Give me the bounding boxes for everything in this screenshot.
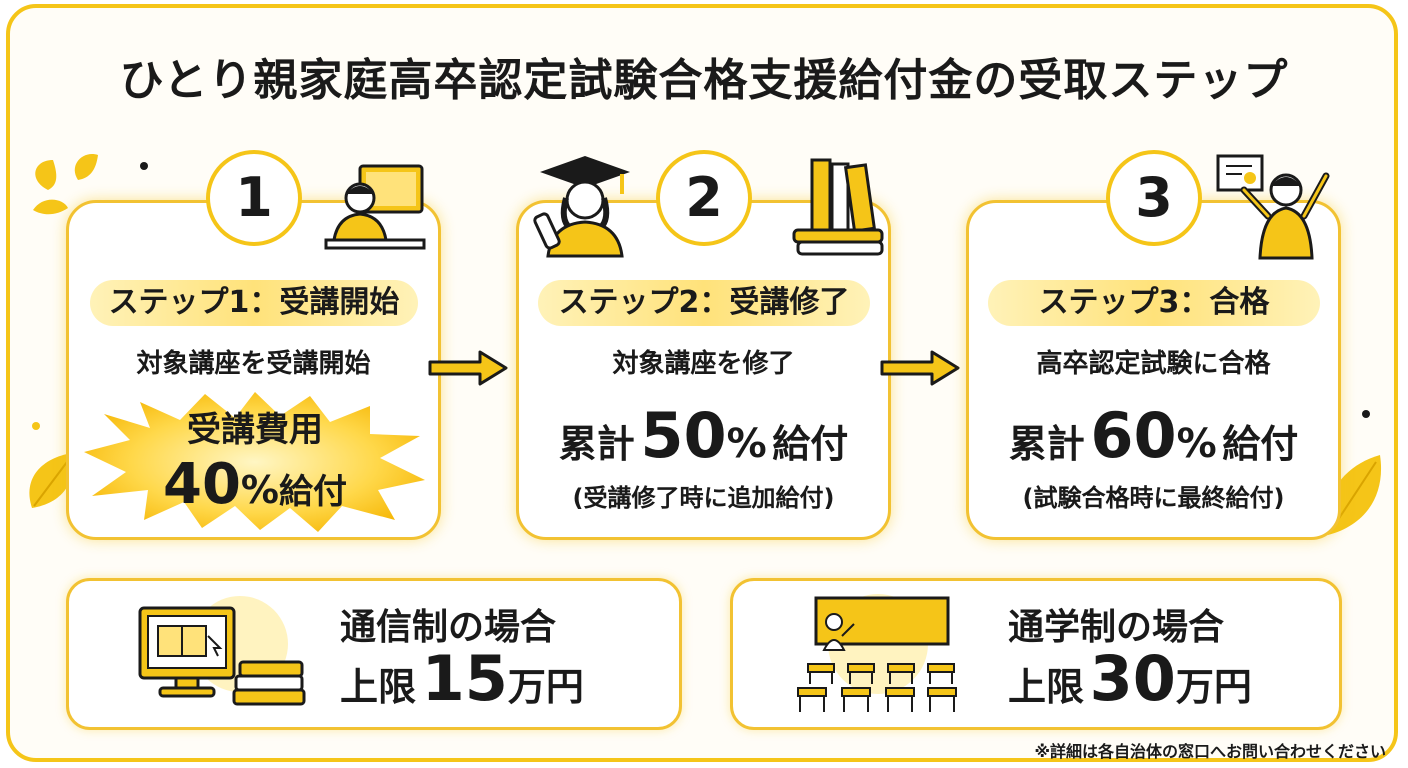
benefit-prefix: 累計: [558, 422, 635, 466]
benefit-percent: %: [726, 421, 767, 467]
plan-title-correspondence: 通信制の場合: [340, 607, 557, 648]
limit-number: 15: [421, 642, 508, 715]
computer-icon: [138, 596, 306, 706]
step-description-1: 対象講座を受講開始: [136, 349, 371, 379]
step-benefit-2: 累計 50% 給付: [516, 398, 891, 490]
limit-suffix: 万円: [507, 665, 584, 709]
arrow-right-icon: [428, 350, 508, 386]
footer-note: ※詳細は各自治体の窓口へお問い合わせください: [1034, 742, 1386, 761]
limit-number: 30: [1089, 642, 1176, 715]
step-label-2: ステップ2：受講修了: [538, 280, 870, 326]
step-label-3: ステップ3：合格: [988, 280, 1320, 326]
benefit-line1: 受講費用: [187, 410, 323, 450]
limit-prefix: 上限: [340, 665, 417, 709]
celebrating-woman-icon: [1216, 154, 1330, 260]
page-title: ひとり親家庭高卒認定試験合格支援給付金の受取ステップ: [119, 55, 1289, 106]
benefit-prefix: 累計: [1008, 422, 1085, 466]
graduate-icon: [533, 156, 630, 258]
classroom-icon: [797, 594, 957, 712]
starburst-badge: [84, 392, 425, 532]
limit-suffix: 万円: [1175, 665, 1252, 709]
limit-prefix: 上限: [1008, 665, 1085, 709]
step-description-2: 対象講座を修了: [612, 349, 795, 379]
decor-dot: [140, 162, 148, 170]
step-benefit-3: 累計 60% 給付: [966, 398, 1341, 490]
step-number-3: 3: [1106, 150, 1202, 246]
step-note-2: (受講修了時に追加給付): [572, 484, 835, 512]
arrow-right-icon: [880, 350, 960, 386]
benefit-percent: %: [240, 468, 279, 512]
leaf-icon: [33, 154, 98, 215]
step-note-3: (試験合格時に最終給付): [1022, 484, 1285, 512]
plan-limit-commuting: 上限 30万円: [1008, 644, 1252, 730]
step-number-1: 1: [206, 150, 302, 246]
decor-dot: [1362, 410, 1370, 418]
benefit-suffix: 給付: [1222, 422, 1299, 466]
benefit-number: 40: [162, 452, 241, 517]
benefit-number: 50: [640, 399, 727, 472]
plan-title-commuting: 通学制の場合: [1008, 607, 1225, 648]
step-label-1: ステップ1：受講開始: [90, 280, 418, 326]
step-number-2: 2: [656, 150, 752, 246]
benefit-percent: %: [1176, 421, 1217, 467]
student-desk-icon: [324, 164, 426, 250]
decor-dot: [32, 422, 40, 430]
benefit-suffix: 給付: [772, 422, 849, 466]
step-description-3: 高卒認定試験に合格: [1036, 349, 1271, 379]
plan-limit-correspondence: 上限 15万円: [340, 644, 584, 730]
books-icon: [792, 158, 884, 256]
benefit-suffix: 給付: [279, 472, 347, 512]
benefit-number: 60: [1090, 399, 1177, 472]
step-benefit-1: 受講費用 40%給付: [80, 408, 430, 527]
